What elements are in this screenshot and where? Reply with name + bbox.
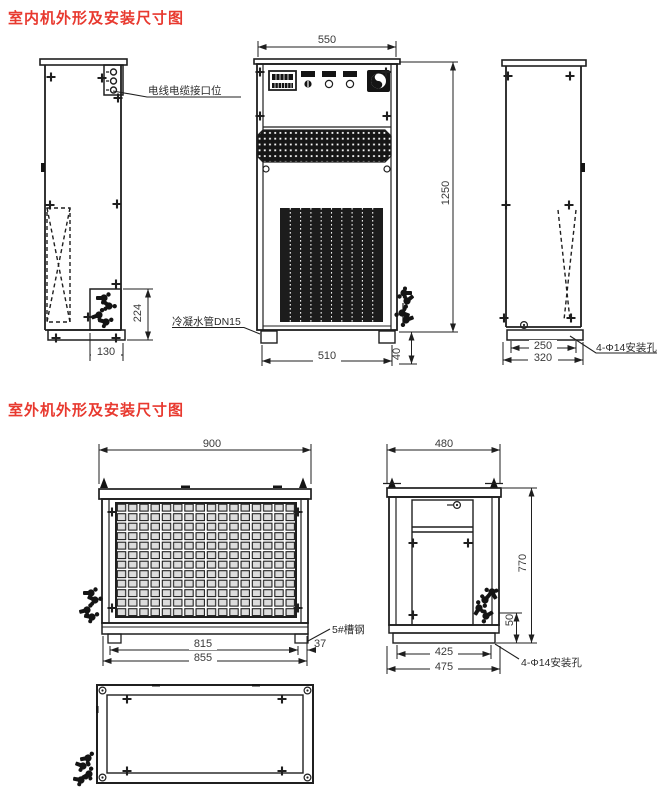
channel-steel-label: 5#槽钢 — [332, 624, 365, 636]
dim-outdoor-side-base-depth: 475 — [430, 661, 458, 673]
dim-indoor-hole-pitch: 250 — [529, 340, 557, 352]
outdoor-side-view — [383, 444, 537, 674]
dim-550-lines — [257, 41, 397, 57]
dashed-brace-right-view — [557, 209, 577, 321]
dim-indoor-base-depth: 320 — [528, 352, 558, 364]
pipe-connections-outdoor-side — [469, 582, 503, 625]
dim-900-lines — [98, 444, 312, 484]
mounting-holes-leader-outdoor — [494, 643, 520, 660]
mounting-holes-label-outdoor: 4-Φ14安装孔 — [521, 657, 582, 669]
slat-coil-grille — [280, 208, 383, 322]
indoor-right-side-view — [498, 59, 657, 365]
dim-outdoor-foot-width: 37 — [314, 638, 327, 650]
dim-outdoor-side-foot-pitch: 425 — [430, 646, 458, 658]
dim-outdoor-side-width: 480 — [434, 438, 454, 450]
channel-steel-leader — [307, 628, 331, 642]
dim-indoor-pipe-height: 40 — [391, 347, 403, 361]
pipe-connections-left-view — [88, 288, 122, 331]
dim-indoor-side-pipe-height: 224 — [132, 303, 144, 323]
dim-224-lines — [123, 288, 153, 341]
dim-815-lines — [109, 646, 299, 655]
outdoor-plan-view — [71, 684, 314, 789]
outdoor-grille-grid — [115, 502, 297, 618]
cable-port-leader — [112, 90, 241, 98]
dim-outdoor-base-width: 855 — [189, 652, 217, 664]
cable-entry-box — [103, 64, 124, 96]
dim-indoor-side-pipe-width: 130 — [91, 346, 121, 358]
control-panel — [268, 70, 390, 92]
x-brace-dashed — [46, 207, 71, 323]
dim-outdoor-base-height: 50 — [504, 613, 516, 627]
indoor-front-view — [172, 41, 458, 366]
pipe-connections-plan-view — [71, 750, 99, 789]
pipe-connections-outdoor-front — [77, 586, 105, 626]
dim-50-lines — [499, 612, 522, 643]
mounting-holes-leader-indoor — [569, 335, 657, 354]
condensate-leader — [172, 326, 261, 335]
pipe-connections-front-view — [393, 285, 418, 329]
rotary-switch — [367, 70, 390, 92]
dim-480-lines — [386, 444, 501, 484]
dim-40-lines — [399, 331, 417, 365]
perforated-grille — [256, 129, 392, 163]
mounting-holes-label-indoor: 4-Φ14安装孔 — [596, 342, 657, 354]
indoor-section-title: 室内机外形及安装尺寸图 — [8, 10, 185, 27]
outdoor-section-title: 室外机外形及安装尺寸图 — [8, 402, 185, 419]
dim-indoor-base-width: 510 — [313, 350, 341, 362]
dim-outdoor-front-width: 900 — [202, 438, 222, 450]
dim-outdoor-foot-pitch: 815 — [189, 638, 217, 650]
outdoor-front-view — [77, 444, 331, 666]
dim-outdoor-side-height: 770 — [517, 553, 529, 573]
condensate-pipe-label: 冷凝水管DN15 — [172, 316, 241, 328]
cable-port-label: 电线电缆接口位 — [148, 85, 222, 97]
dim-indoor-front-height: 1250 — [440, 180, 452, 206]
dim-indoor-front-width: 550 — [317, 34, 337, 46]
